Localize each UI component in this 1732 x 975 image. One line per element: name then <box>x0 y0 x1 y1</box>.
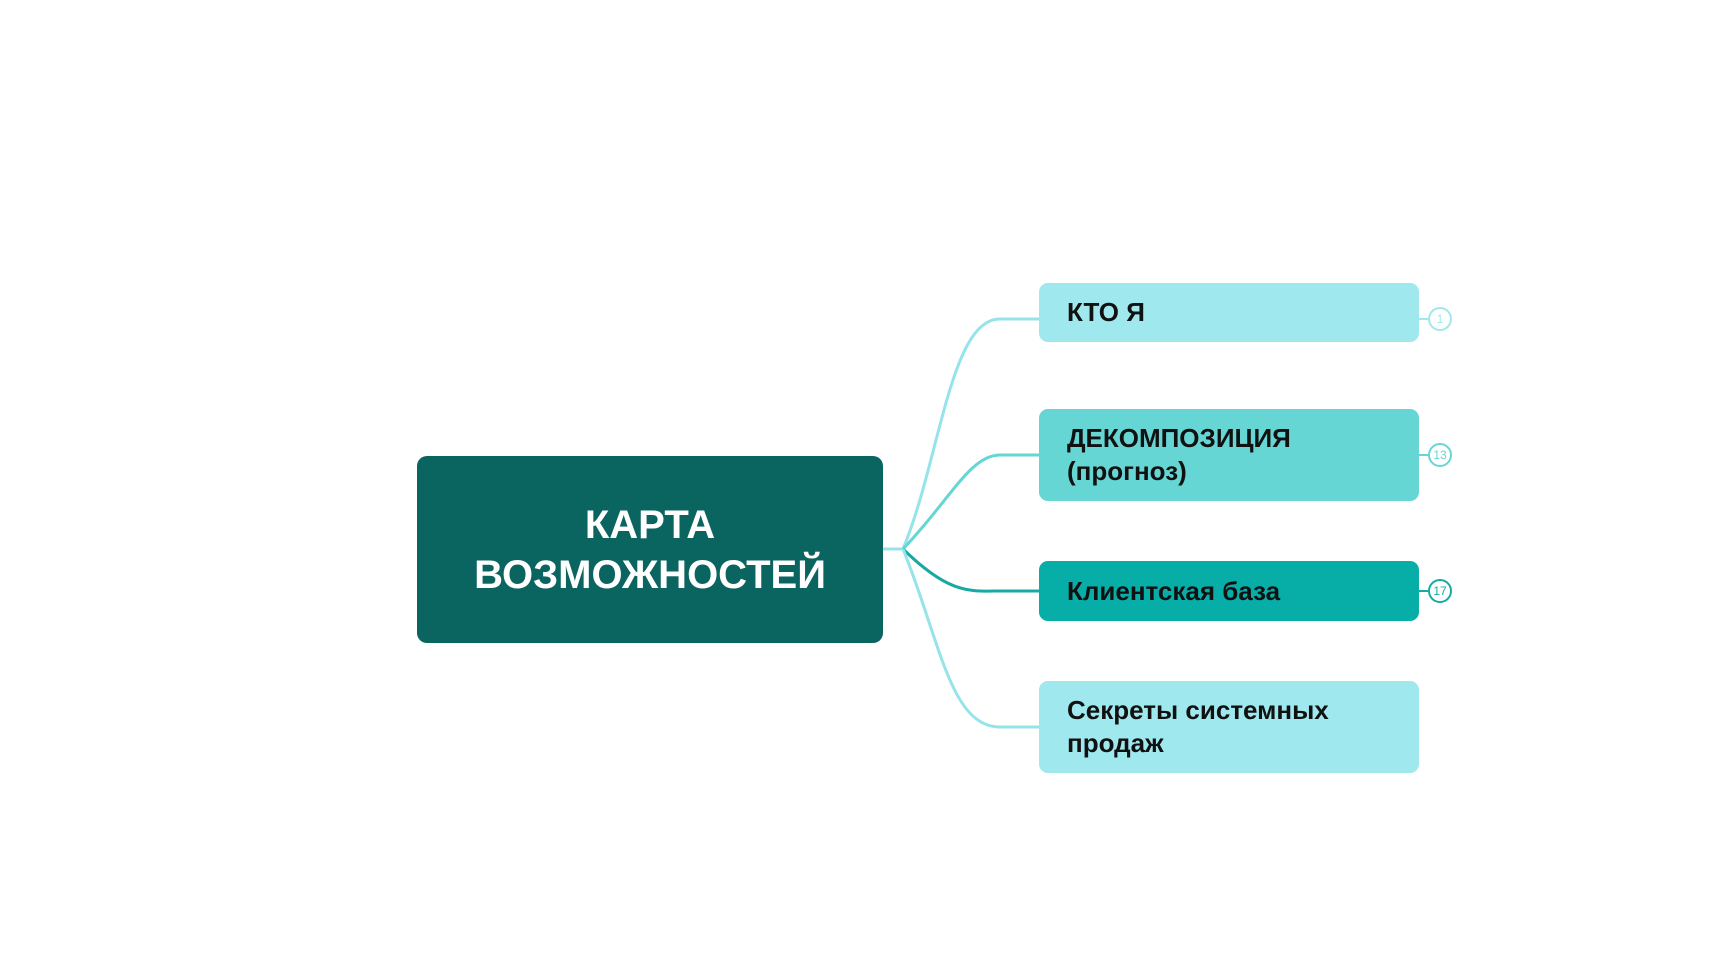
collapsed-count-badge[interactable]: 17 <box>1428 579 1452 603</box>
root-title-line2: ВОЗМОЖНОСТЕЙ <box>474 552 826 597</box>
node-label: Секреты системных <box>1067 695 1329 725</box>
link-kto-ya <box>901 317 1039 550</box>
node-sales-secrets[interactable]: Секреты системных продаж <box>1039 681 1419 773</box>
node-label-line2: (прогноз) <box>1067 456 1187 486</box>
link-sales-secrets <box>901 548 1039 729</box>
node-decomposition[interactable]: ДЕКОМПОЗИЦИЯ (прогноз) <box>1039 409 1419 501</box>
node-label-line2: продаж <box>1067 728 1164 758</box>
link-client-base <box>901 547 1039 593</box>
collapsed-count-badge[interactable]: 13 <box>1428 443 1452 467</box>
collapsed-count-badge[interactable]: 1 <box>1428 307 1452 331</box>
node-kto-ya[interactable]: КТО Я <box>1039 283 1419 342</box>
node-client-base[interactable]: Клиентская база <box>1039 561 1419 621</box>
node-label: Клиентская база <box>1067 575 1281 606</box>
root-title-line1: КАРТА <box>584 502 716 547</box>
node-label: КТО Я <box>1067 297 1145 327</box>
root-node-opportunity-map[interactable]: КАРТА ВОЗМОЖНОСТЕЙ <box>417 456 883 643</box>
node-label: ДЕКОМПОЗИЦИЯ <box>1067 423 1291 453</box>
link-decomposition <box>901 453 1039 551</box>
